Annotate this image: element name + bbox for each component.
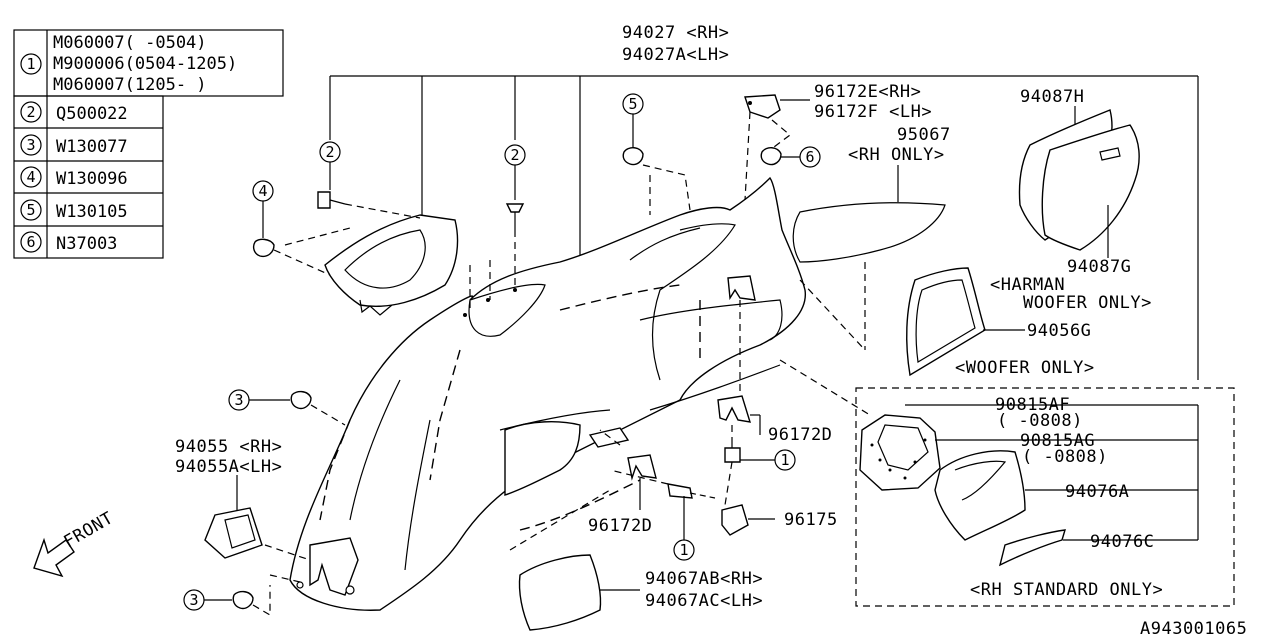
label-96172f: 96172F <LH> (814, 102, 932, 122)
callout-2-left-num: 2 (325, 143, 334, 161)
callout-3-bottom: 3 (183, 585, 271, 617)
label-90815af: 90815AF (995, 395, 1070, 415)
label-rh-standard-note: <RH STANDARD ONLY> (970, 580, 1163, 600)
legend-num-6: 6 (26, 233, 35, 251)
label-94087g: 94087G (1067, 257, 1131, 277)
clip-96172e: 6 (744, 94, 821, 201)
label-94076c: 94076C (1090, 532, 1154, 552)
callout-4: 4 (252, 180, 351, 276)
label-90815ag: 90815AG (1020, 431, 1095, 451)
legend-code-1a: M060007( -0504) (53, 33, 207, 53)
label-94055: 94055 <RH> (175, 437, 282, 457)
part-95067 (799, 165, 899, 351)
main-panel-dashes (319, 284, 701, 531)
label-96175: 96175 (784, 510, 838, 530)
part-94067 (509, 489, 640, 631)
legend-code-1c: M060007(1205- ) (53, 75, 207, 95)
legend-row-3: 3 W130077 (20, 134, 128, 157)
label-94027a: 94027A<LH> (622, 45, 729, 65)
callout-3-top-num: 3 (234, 391, 243, 409)
clip-96172d-left: 1 (599, 429, 716, 561)
legend-num-1: 1 (26, 55, 35, 73)
legend-row-5: 5 W130105 (20, 199, 128, 222)
label-94067ac: 94067AC<LH> (645, 591, 763, 611)
callout-1-left-num: 1 (679, 541, 688, 559)
legend-code-2: Q500022 (56, 104, 128, 124)
legend-code-3: W130077 (56, 137, 128, 157)
label-94067ab: 94067AB<RH> (645, 569, 763, 589)
callout-6-num: 6 (805, 148, 814, 166)
label-95067-note: <RH ONLY> (848, 145, 945, 165)
label-94087h: 94087H (1020, 87, 1084, 107)
label-front: FRONT (61, 508, 117, 552)
callout-5-num: 5 (628, 95, 637, 113)
label-94056g: 94056G (1027, 321, 1091, 341)
legend-num-4: 4 (26, 168, 35, 186)
legend-code-6: N37003 (56, 234, 117, 254)
legend-code-4: W130096 (56, 169, 128, 189)
label-woofer-note: <WOOFER ONLY> (955, 358, 1095, 378)
part-94055 (204, 475, 359, 596)
label-95067: 95067 (897, 125, 951, 145)
callout-1-right-num: 1 (780, 451, 789, 469)
legend-table: 1 M060007( -0504) M900006(0504-1205) M06… (13, 29, 284, 259)
label-94027: 94027 <RH> (622, 23, 729, 43)
part-94056g (779, 267, 1025, 416)
label-94055a: 94055A<LH> (175, 457, 282, 477)
parts-94087 (1018, 106, 1140, 258)
label-harman-note-1: <HARMAN (990, 275, 1065, 295)
label-96172e: 96172E<RH> (814, 82, 921, 102)
label-96172d-left: 96172D (588, 516, 652, 536)
callout-2-right-num: 2 (510, 146, 519, 164)
legend-num-2: 2 (26, 103, 35, 121)
label-96172d-right: 96172D (768, 425, 832, 445)
clip-96172d-right: 1 (717, 275, 796, 506)
label-90815ag-date: ( -0808) (1022, 447, 1108, 467)
label-94076a: 94076A (1065, 482, 1129, 502)
speaker-bracket (324, 214, 459, 316)
callout-2-right: 2 (463, 144, 526, 317)
legend-row-4: 4 W130096 (20, 166, 128, 189)
legend-row-2: 2 Q500022 (20, 101, 128, 124)
leader-94027 (329, 75, 1199, 380)
callout-3-top: 3 (228, 389, 346, 426)
callout-2-left: 2 (317, 141, 421, 219)
callout-5: 5 (622, 93, 691, 215)
legend-code-5: W130105 (56, 202, 128, 222)
legend-code-1b: M900006(0504-1205) (53, 54, 237, 74)
legend-num-5: 5 (26, 201, 35, 219)
callout-4-num: 4 (258, 182, 267, 200)
legend-row-1: 1 M060007( -0504) M900006(0504-1205) M06… (20, 33, 237, 95)
part-96175 (721, 504, 775, 536)
legend-row-6: 6 N37003 (20, 231, 117, 254)
front-arrow: FRONT (33, 508, 117, 578)
label-harman-note-2: WOOFER ONLY> (1023, 293, 1152, 313)
callout-3-bottom-num: 3 (189, 591, 198, 609)
rh-standard-group (855, 387, 1235, 607)
legend-num-3: 3 (26, 136, 35, 154)
diagram-id: A943001065 (1140, 619, 1247, 639)
label-90815af-date: ( -0808) (997, 411, 1083, 431)
